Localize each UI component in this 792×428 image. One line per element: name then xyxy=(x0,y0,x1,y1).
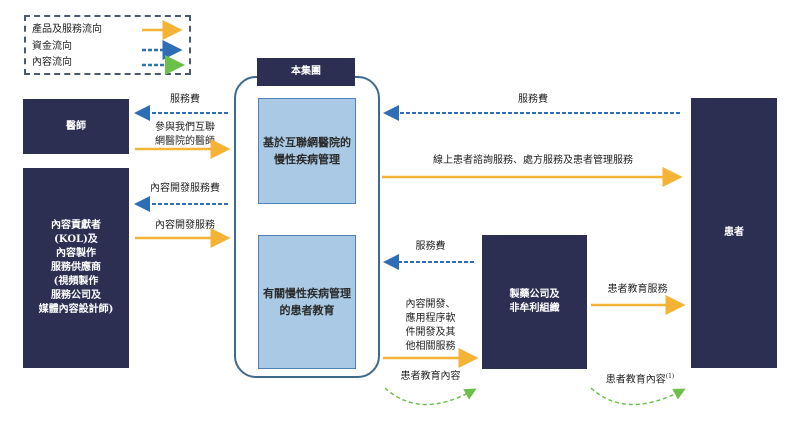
patients-node: 患者 xyxy=(691,98,777,368)
footnote-marker: (1) xyxy=(665,373,675,380)
legend: 產品及服務流向 資金流向 內容流向 xyxy=(24,15,191,75)
patient-education-service-label: 患者教育服務 xyxy=(607,284,668,295)
legend-label-fund-flow: 資金流向 xyxy=(32,41,72,52)
arrow-pharma-education-content xyxy=(384,387,477,406)
patient-education-content-text: 患者教育內容 xyxy=(605,374,666,386)
internet-hospital-box: 基於互聯網醫院的 慢性疾病管理 xyxy=(258,98,356,204)
legend-label-content-flow: 內容流向 xyxy=(32,57,72,68)
kol-content-service-label: 內容開發服務 xyxy=(155,220,215,231)
kol-node: 內容貢獻者 (KOL)及 內容製作 服務供應商 (視頻製作 服務公司及 媒體內容… xyxy=(23,168,129,368)
pharma-node: 製藥公司及 非牟利組織 xyxy=(482,235,587,369)
pharma-education-content-label: 患者教育內容 xyxy=(400,371,461,382)
pharma-dev-services-label: 內容開發、 應用程序軟 件開發及其 他相關服務 xyxy=(405,299,456,352)
group-title: 本集團 xyxy=(257,58,355,86)
doctor-service-fee-label: 服務費 xyxy=(170,94,200,105)
legend-label-product-flow: 產品及服務流向 xyxy=(32,24,102,35)
kol-content-fee-label: 內容開發服務費 xyxy=(150,183,220,194)
doctor-participation-label: 參與我們互聯 網醫院的醫師 xyxy=(155,122,215,147)
pharma-service-fee-label: 服務費 xyxy=(415,241,446,252)
arrow-patient-education-content xyxy=(590,387,686,406)
patient-online-services-label: 線上患者諮詢服務、處方服務及患者管理服務 xyxy=(433,155,633,166)
patient-education-content-label: 患者教育內容(1) xyxy=(590,370,690,387)
patient-education-box: 有關慢性疾病管理 的患者教育 xyxy=(258,235,356,369)
patient-service-fee-label: 服務費 xyxy=(518,94,548,105)
doctors-node: 醫師 xyxy=(23,99,129,154)
